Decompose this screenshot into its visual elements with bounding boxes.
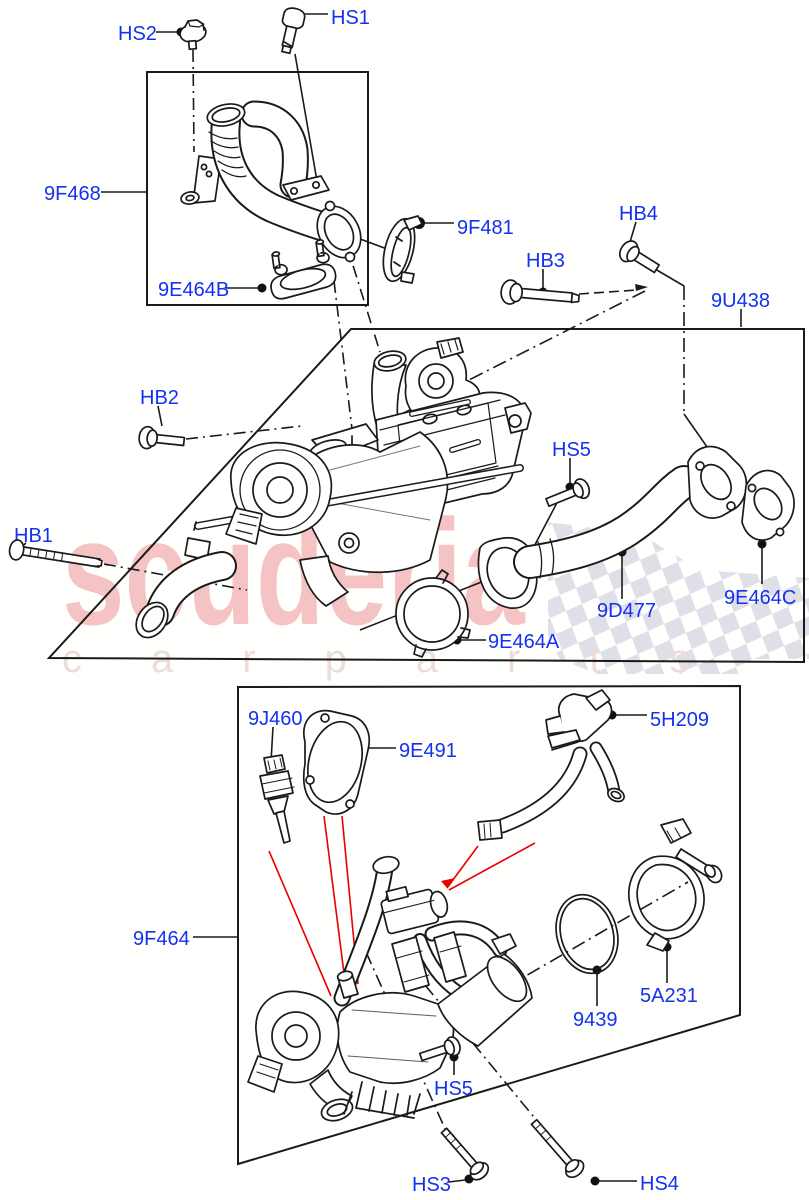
svg-text:9J460: 9J460 <box>248 708 303 730</box>
svg-text:9E464B: 9E464B <box>158 279 229 301</box>
svg-text:9F481: 9F481 <box>457 217 514 239</box>
svg-text:HS4: HS4 <box>640 1173 679 1195</box>
svg-text:9U438: 9U438 <box>711 290 770 312</box>
svg-text:9E464A: 9E464A <box>488 631 560 653</box>
svg-text:HS2: HS2 <box>118 23 157 45</box>
svg-text:HS3: HS3 <box>412 1174 451 1196</box>
svg-text:9439: 9439 <box>573 1009 618 1031</box>
svg-text:9F464: 9F464 <box>133 928 190 950</box>
svg-text:5H209: 5H209 <box>650 709 709 731</box>
svg-text:HS5: HS5 <box>552 439 591 461</box>
svg-text:9E464C: 9E464C <box>724 587 796 609</box>
svg-text:9D477: 9D477 <box>597 600 656 622</box>
svg-text:HB4: HB4 <box>619 203 658 225</box>
svg-text:HS1: HS1 <box>331 7 370 29</box>
svg-text:HS5: HS5 <box>434 1078 473 1100</box>
svg-text:HB2: HB2 <box>140 387 179 409</box>
svg-text:HB1: HB1 <box>14 525 53 547</box>
svg-text:5A231: 5A231 <box>640 985 698 1007</box>
svg-text:9F468: 9F468 <box>44 183 101 205</box>
svg-text:9E491: 9E491 <box>399 740 457 762</box>
svg-text:HB3: HB3 <box>526 250 565 272</box>
